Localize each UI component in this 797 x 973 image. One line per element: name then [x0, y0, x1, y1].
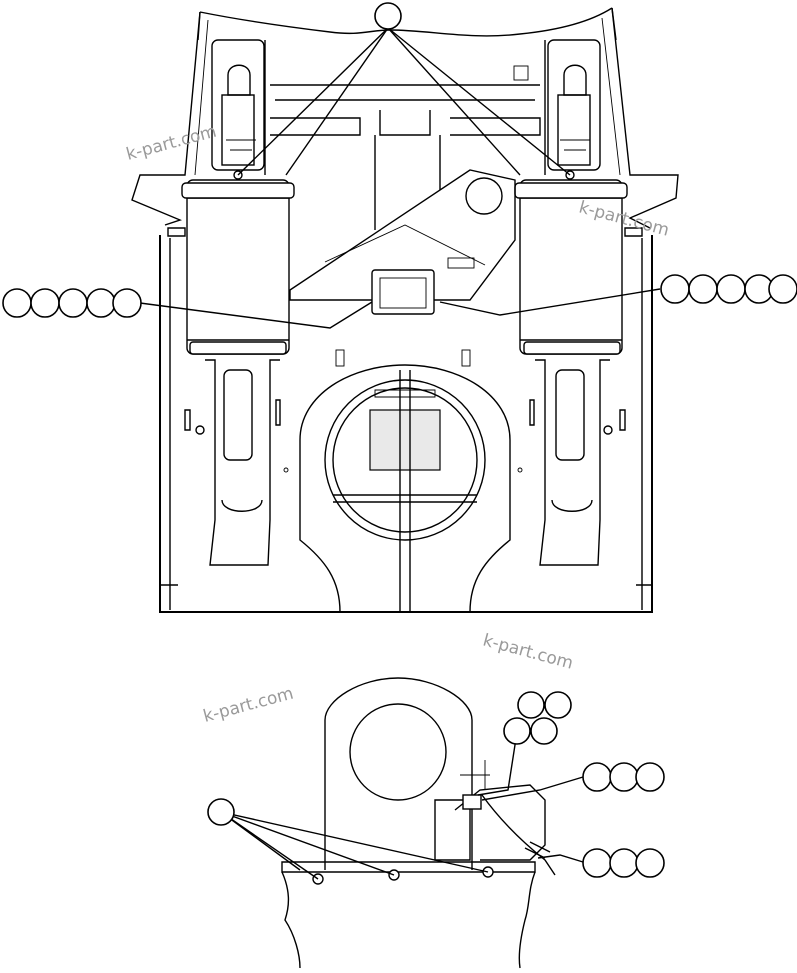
callout-bubble	[768, 274, 797, 304]
callout-detail-triple-lower	[582, 848, 665, 878]
callout-bubble	[30, 288, 60, 318]
callout-bubble	[635, 762, 665, 792]
callout-bubble	[716, 274, 746, 304]
callout-bubble	[517, 691, 545, 719]
callout-bubble	[582, 848, 612, 878]
callout-bubble	[609, 848, 639, 878]
callout-bubble	[635, 848, 665, 878]
callout-bubble	[503, 717, 531, 745]
callout-bubble	[112, 288, 142, 318]
top-assembly	[131, 7, 679, 613]
callout-left-group	[2, 288, 142, 318]
callout-bubble	[609, 762, 639, 792]
callout-bubble	[58, 288, 88, 318]
callout-bubble	[582, 762, 612, 792]
callout-bubble	[2, 288, 32, 318]
callout-right-group	[660, 274, 797, 304]
callout-bubble	[660, 274, 690, 304]
watermark: k-part.com	[481, 631, 576, 674]
watermark: k-part.com	[124, 122, 219, 165]
callout-bubble	[86, 288, 116, 318]
callout-top-center	[374, 2, 402, 30]
detail-assembly	[220, 677, 584, 969]
callout-detail-pair-bottom	[503, 717, 558, 745]
callout-detail-triple-upper	[582, 762, 665, 792]
callout-bubble	[374, 2, 402, 30]
callout-bubble	[530, 717, 558, 745]
callout-bubble	[207, 798, 235, 826]
callout-detail-left	[207, 798, 235, 826]
watermark: k-part.com	[201, 684, 296, 727]
callout-bubble	[544, 691, 572, 719]
callout-detail-pair-top	[517, 691, 572, 719]
callout-bubble	[688, 274, 718, 304]
